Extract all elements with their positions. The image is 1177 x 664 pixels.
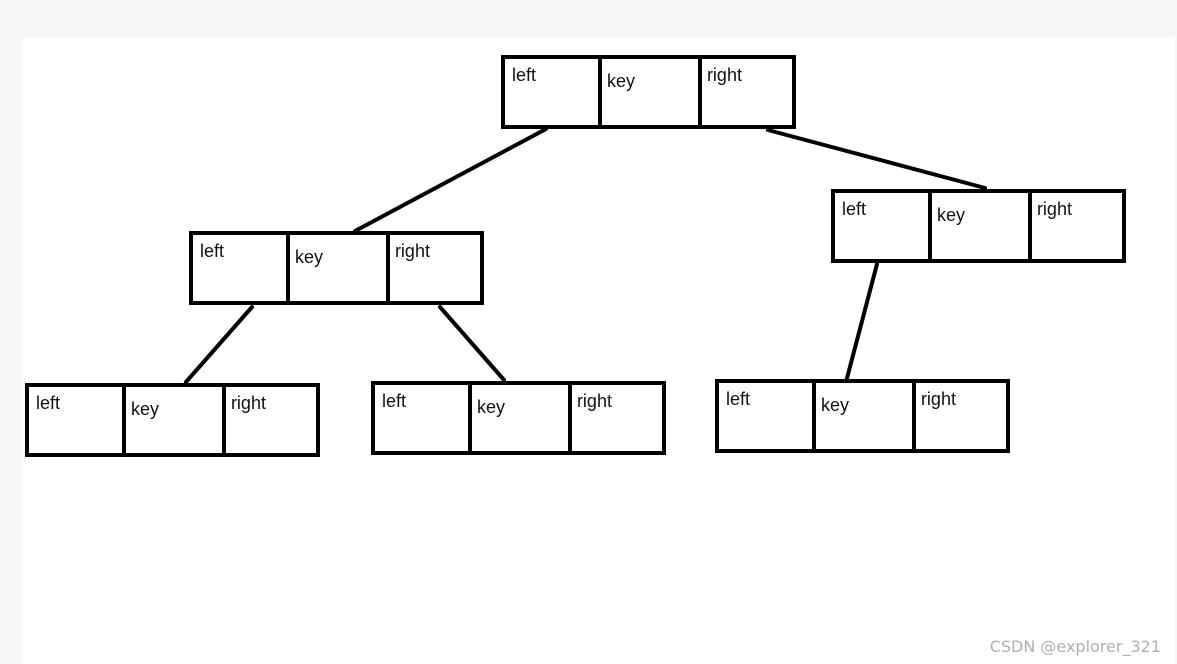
key-cell: key	[598, 59, 698, 125]
edge-right-to-rightleft	[844, 262, 879, 384]
edge-root-to-right	[766, 128, 987, 190]
left-pointer-cell: left	[375, 385, 468, 451]
right-pointer-cell: right	[221, 387, 316, 453]
csdn-watermark: CSDN @explorer_321	[989, 637, 1161, 656]
edge-root-to-left	[353, 127, 548, 233]
tree-node-left-right: left key right	[371, 381, 666, 455]
left-label: left	[200, 241, 225, 261]
left-pointer-cell: left	[193, 235, 286, 301]
right-pointer-cell: right	[911, 383, 1006, 449]
tree-node-root: left key right	[501, 55, 796, 129]
key-cell: key	[812, 383, 912, 449]
key-label: key	[131, 399, 160, 419]
left-label: left	[726, 389, 751, 409]
edge-left-to-leftright	[438, 305, 506, 382]
left-label: left	[512, 65, 537, 85]
left-pointer-cell: left	[505, 59, 598, 125]
right-pointer-cell: right	[385, 235, 480, 301]
left-label: left	[842, 199, 867, 219]
left-label: left	[382, 391, 407, 411]
key-label: key	[295, 247, 324, 267]
right-label: right	[1036, 199, 1072, 219]
right-label: right	[706, 65, 742, 85]
left-pointer-cell: left	[719, 383, 812, 449]
key-label: key	[607, 71, 636, 91]
edge-left-to-leftleft	[184, 305, 254, 384]
key-cell: key	[928, 193, 1028, 259]
tree-node-left-left: left key right	[25, 383, 320, 457]
right-pointer-cell: right	[1027, 193, 1122, 259]
key-label: key	[821, 395, 850, 415]
left-pointer-cell: left	[29, 387, 122, 453]
right-label: right	[576, 391, 612, 411]
right-label: right	[920, 389, 956, 409]
key-label: key	[477, 397, 506, 417]
left-pointer-cell: left	[835, 193, 928, 259]
tree-node-right-left: left key right	[715, 379, 1010, 453]
left-label: left	[36, 393, 61, 413]
right-pointer-cell: right	[697, 59, 792, 125]
key-label: key	[937, 205, 966, 225]
key-cell: key	[468, 385, 568, 451]
key-cell: key	[286, 235, 386, 301]
right-pointer-cell: right	[567, 385, 662, 451]
tree-node-right: left key right	[831, 189, 1126, 263]
right-label: right	[394, 241, 430, 261]
right-label: right	[230, 393, 266, 413]
key-cell: key	[122, 387, 222, 453]
tree-node-left: left key right	[189, 231, 484, 305]
